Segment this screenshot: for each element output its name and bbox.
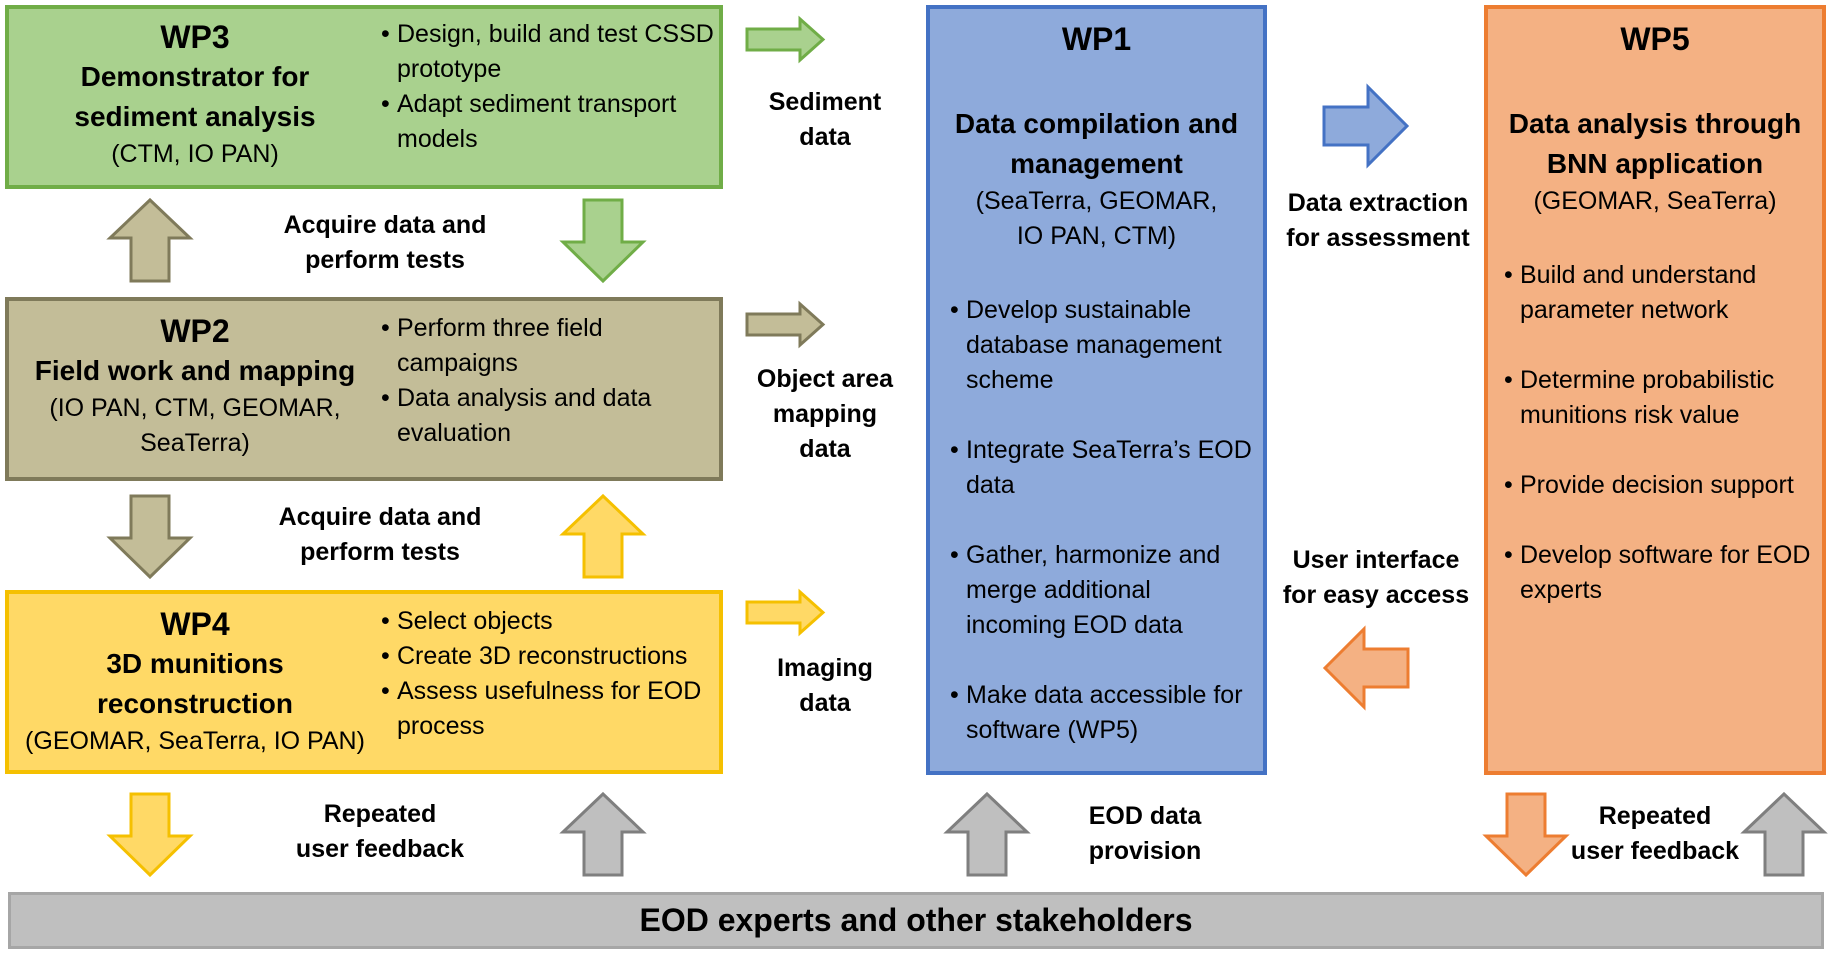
label-acquire-top: Acquire data and perform tests <box>283 211 487 274</box>
wp3-partners: (CTM, IO PAN) <box>111 140 279 168</box>
label-object-area: Object area mapping data <box>756 365 894 463</box>
wp1-task: Develop sustainable database management … <box>950 293 1255 398</box>
wp5-box: WP5 Data analysis through BNN applicatio… <box>1484 5 1826 775</box>
wp1-subtitle-line1: Data compilation and <box>954 108 1239 139</box>
wp2-task-list: Perform three field campaigns Data analy… <box>381 311 681 451</box>
stakeholders-label: EOD experts and other stakeholders <box>639 902 1193 938</box>
wp5-task: Develop software for EOD experts <box>1504 538 1819 608</box>
wp1-partners-line2: IO PAN, CTM) <box>1016 222 1177 250</box>
wp1-title: WP1 <box>1061 21 1132 57</box>
wp5-task-list: Build and understand parameter network D… <box>1504 258 1819 608</box>
wp4-subtitle-line1: 3D munitions <box>106 648 284 679</box>
wp3-task: Adapt sediment transport models <box>381 87 716 157</box>
wp4-task-list: Select objects Create 3D reconstructions… <box>381 604 721 744</box>
wp4-task: Select objects <box>381 604 721 639</box>
wp5-task: Build and understand parameter network <box>1504 258 1819 328</box>
label-feedback-right: Repeated user feedback <box>1570 802 1740 865</box>
wp3-task: Design, build and test CSSD prototype <box>381 17 716 87</box>
label-data-extraction: Data extraction for assessment <box>1286 189 1470 252</box>
stakeholders-bar: EOD experts and other stakeholders <box>8 892 1824 949</box>
wp2-partners: (IO PAN, CTM, GEOMAR, SeaTerra) <box>49 394 341 457</box>
arrow-right-sediment <box>745 15 826 64</box>
wp4-subtitle-line2: reconstruction <box>96 688 294 719</box>
wp4-task: Create 3D reconstructions <box>381 639 721 674</box>
label-acquire-bottom: Acquire data and perform tests <box>278 503 482 566</box>
label-user-interface: User interface for easy access <box>1282 546 1470 609</box>
wp3-task-list: Design, build and test CSSD prototype Ad… <box>381 17 716 157</box>
wp4-partners: (GEOMAR, SeaTerra, IO PAN) <box>25 727 365 755</box>
arrow-right-object-area <box>745 300 826 349</box>
wp5-task: Determine probabilistic munitions risk v… <box>1504 363 1819 433</box>
wp1-partners-line1: (SeaTerra, GEOMAR, <box>975 187 1218 215</box>
wp5-partners: (GEOMAR, SeaTerra) <box>1533 187 1777 215</box>
arrow-down-wp3-to-wp2 <box>559 198 647 284</box>
arrow-down-wp4-to-stakeholders <box>106 792 194 878</box>
wp3-subtitle-line1: Demonstrator for <box>80 61 310 92</box>
wp5-task: Provide decision support <box>1504 468 1819 503</box>
wp1-task-list: Develop sustainable database management … <box>950 293 1255 748</box>
wp1-task: Integrate SeaTerra’s EOD data <box>950 433 1255 503</box>
wp2-subtitle-line1: Field work and mapping <box>34 355 356 386</box>
arrow-right-imaging <box>745 588 826 637</box>
arrow-up-wp4-to-wp2 <box>559 493 647 579</box>
wp1-task: Gather, harmonize and merge additional i… <box>950 538 1255 643</box>
wp5-title: WP5 <box>1620 21 1690 57</box>
label-sediment-data: Sediment data <box>768 88 882 151</box>
arrow-down-wp2-to-wp4 <box>106 494 194 580</box>
arrow-up-wp2-to-wp3 <box>106 197 194 283</box>
label-imaging-data: Imaging data <box>777 654 873 717</box>
arrow-right-extraction <box>1322 83 1410 169</box>
wp4-title: WP4 <box>160 606 230 642</box>
wp3-title: WP3 <box>160 19 230 55</box>
wp3-subtitle-line2: sediment analysis <box>74 101 316 132</box>
wp2-box: WP2 Field work and mapping (IO PAN, CTM,… <box>5 297 723 481</box>
wp5-subtitle-line1: Data analysis through <box>1508 108 1802 139</box>
wp4-box: WP4 3D munitions reconstruction (GEOMAR,… <box>5 590 723 774</box>
wp2-task: Perform three field campaigns <box>381 311 681 381</box>
wp1-box: WP1 Data compilation and management (Sea… <box>926 5 1267 775</box>
label-feedback-left: Repeated user feedback <box>295 800 465 863</box>
wp3-box: WP3 Demonstrator for sediment analysis (… <box>5 5 723 189</box>
label-eod-provision: EOD data provision <box>1088 802 1202 865</box>
wp4-task: Assess usefulness for EOD process <box>381 674 721 744</box>
arrow-up-stakeholders-to-wp4 <box>559 791 647 877</box>
arrow-up-stakeholders-to-wp5 <box>1740 791 1828 877</box>
wp1-task: Make data accessible for software (WP5) <box>950 678 1255 748</box>
wp2-task: Data analysis and data evaluation <box>381 381 681 451</box>
arrow-down-wp5-to-stakeholders <box>1482 792 1570 878</box>
wp1-subtitle-line2: management <box>1010 148 1183 179</box>
wp5-subtitle-line2: BNN application <box>1546 148 1764 179</box>
wp2-title: WP2 <box>160 313 230 349</box>
arrow-up-stakeholders-to-wp1 <box>943 791 1031 877</box>
arrow-left-user-interface <box>1322 625 1410 711</box>
